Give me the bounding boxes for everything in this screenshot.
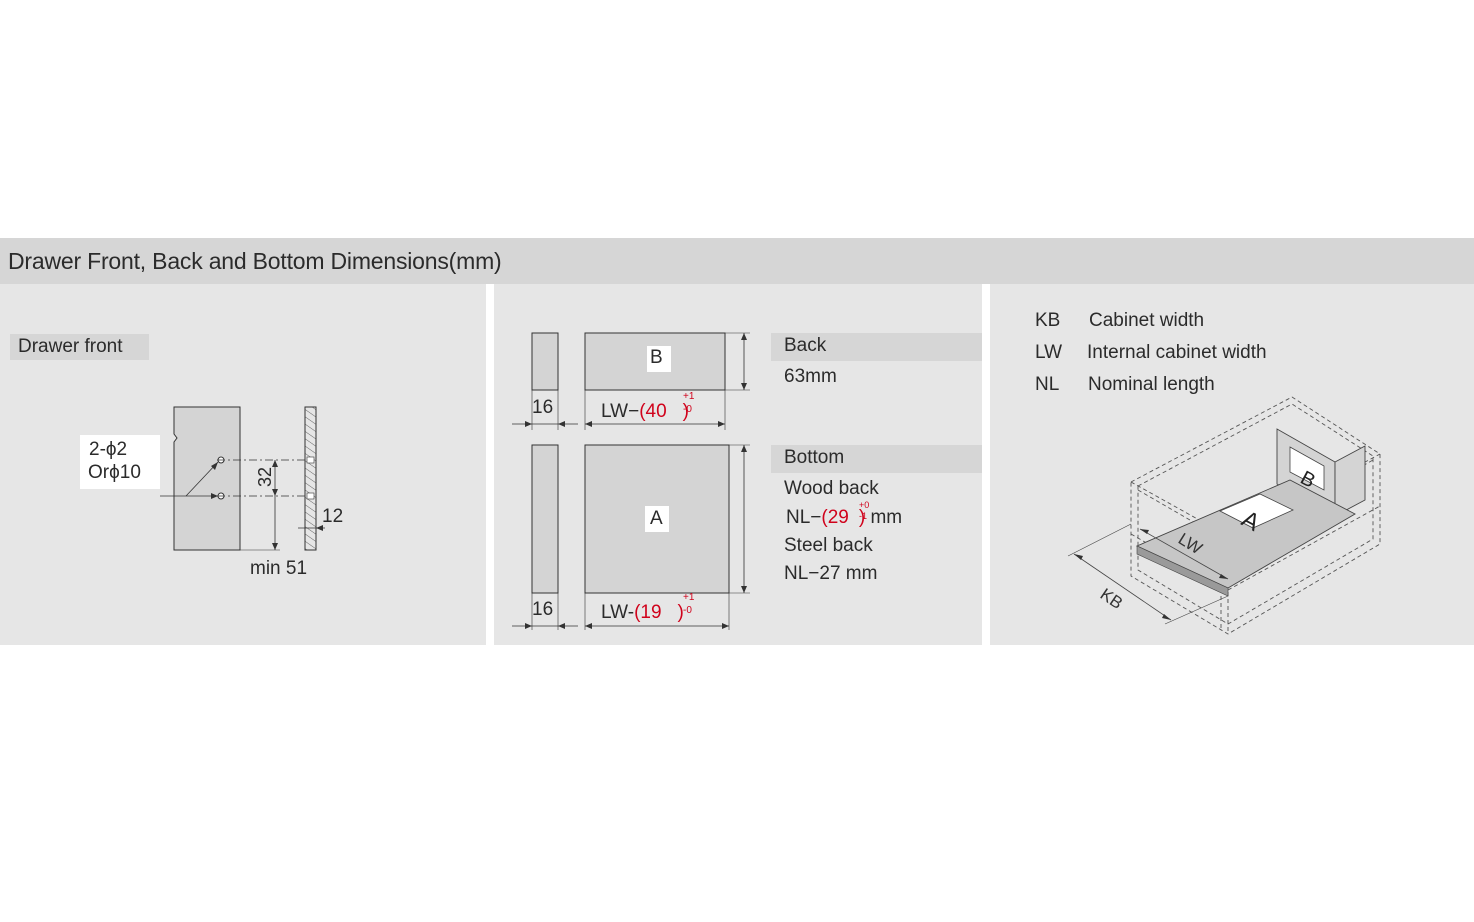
- dim-32-label: 32: [255, 467, 275, 487]
- front-section: [304, 406, 317, 551]
- drawer-front-drawing: 32: [160, 406, 325, 551]
- drawer-front-panel: Drawer front 32: [0, 284, 486, 645]
- dim-12-label: 12: [322, 506, 344, 527]
- back-height: 63mm: [784, 366, 837, 387]
- wood-formula-unit: mm: [870, 507, 903, 528]
- back-b-label-plate: [1289, 446, 1325, 491]
- holes-callout-box: [80, 435, 160, 489]
- b-formula-value: (40: [639, 401, 667, 422]
- a-tol-plus: +1: [683, 592, 695, 603]
- legend-text-kb: Cabinet width: [1089, 310, 1205, 331]
- front-plate-shape: [173, 406, 241, 551]
- section-header: Drawer Front, Back and Bottom Dimensions…: [0, 238, 1474, 284]
- legend-panel: KB Cabinet width LW Internal cabinet wid…: [990, 284, 1474, 645]
- thickness-b-label: 16: [532, 397, 554, 418]
- a-formula-value: (19: [634, 602, 662, 623]
- bottom-title: Bottom: [784, 447, 845, 468]
- wood-back-label: Wood back: [784, 478, 879, 499]
- legend-abbr-nl: NL: [1035, 374, 1060, 395]
- drawer-side-panel: [1334, 445, 1366, 517]
- bottom-edge-view: [531, 444, 559, 594]
- holes-callout-line1: 2-ϕ2: [89, 439, 128, 460]
- drawer-front-label-bg: [10, 334, 149, 360]
- holes-callout-line2: Orϕ10: [88, 462, 141, 483]
- a-formula-close: ): [677, 602, 684, 623]
- dim-min-51-label: min 51: [250, 558, 308, 579]
- a-formula-prefix: LW-: [601, 602, 635, 623]
- panel-b-letter: B: [650, 347, 663, 368]
- iso-label-kb: KB: [1097, 585, 1126, 613]
- bottom-title-bg: [771, 445, 982, 473]
- steel-back-label: Steel back: [784, 535, 873, 556]
- legend-text-lw: Internal cabinet width: [1087, 342, 1267, 363]
- steel-formula: NL−27 mm: [784, 563, 878, 584]
- thickness-a-label: 16: [532, 599, 554, 620]
- isometric-cabinet-drawing: A B LW KB: [1067, 396, 1381, 635]
- b-formula-prefix: LW−: [601, 401, 640, 422]
- panel-a-letter: A: [650, 508, 663, 529]
- drawer-front-label: Drawer front: [18, 336, 123, 357]
- a-tol-minus: -0: [683, 605, 692, 616]
- section-title: Drawer Front, Back and Bottom Dimensions…: [8, 248, 502, 274]
- wood-formula-prefix: NL−: [786, 507, 822, 528]
- back-bottom-drawing: [512, 332, 750, 630]
- a-formula: LW-(19): [601, 602, 684, 624]
- wood-tol-minus: -1: [859, 511, 868, 521]
- b-formula-close: ): [682, 401, 689, 422]
- legend-text-nl: Nominal length: [1088, 374, 1215, 395]
- b-formula: LW−(40): [601, 401, 689, 423]
- legend-abbr-lw: LW: [1035, 342, 1063, 363]
- bottom-a-label-plate: [1219, 493, 1294, 529]
- back-bottom-panel: B A 16 16 LW−(40) +1 -0 LW-(19) +1 -0 Ba…: [494, 284, 982, 645]
- back-edge-view: [531, 332, 559, 391]
- b-tol-plus: +1: [683, 391, 695, 402]
- wood-formula-close: ): [858, 507, 866, 528]
- legend-abbr-kb: KB: [1035, 310, 1061, 331]
- back-title-bg: [771, 333, 982, 361]
- wood-tol-plus: +0: [859, 500, 870, 510]
- wood-formula-value: (29: [821, 507, 849, 528]
- back-title: Back: [784, 335, 827, 356]
- wood-formula: NL−(29) mm: [786, 507, 902, 529]
- b-tol-minus: -0: [683, 404, 692, 415]
